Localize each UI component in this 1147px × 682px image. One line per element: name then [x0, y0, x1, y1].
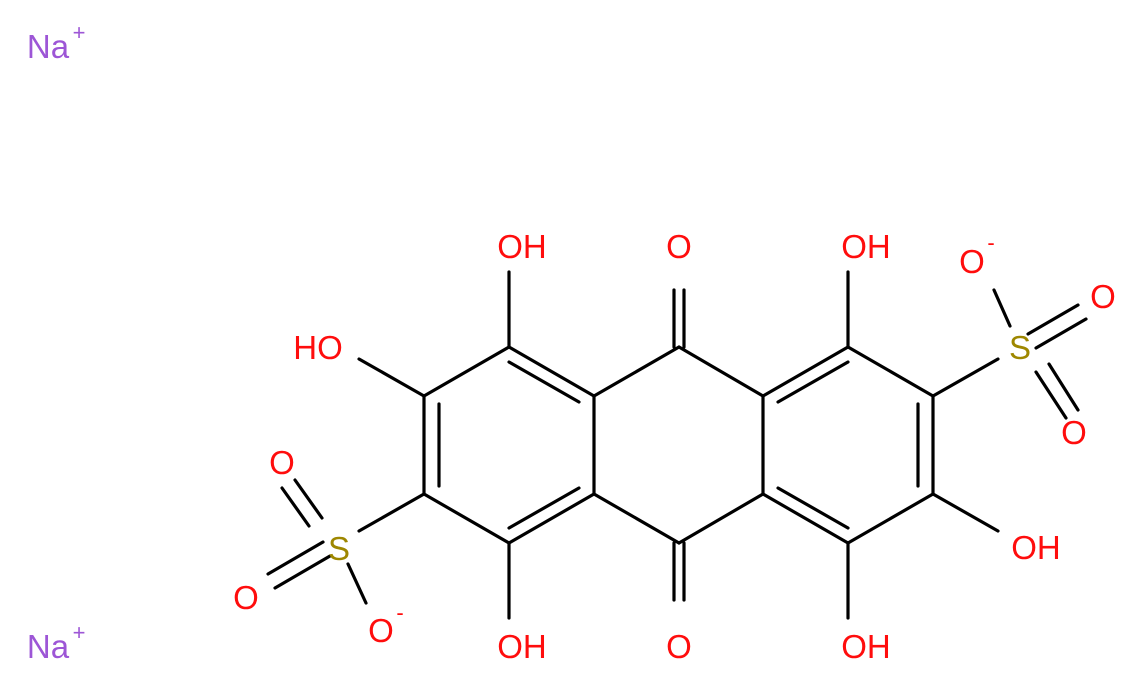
bond — [1034, 317, 1088, 350]
sulfur-label-left: S — [328, 530, 350, 567]
sulfur-label-right: S — [1009, 329, 1031, 366]
sulfonyl-oxygen: O — [1061, 414, 1087, 451]
bond — [592, 345, 681, 398]
bond — [992, 288, 1012, 328]
sodium-charge-bottom: + — [73, 620, 86, 645]
hydroxyl-label: OH — [497, 228, 547, 265]
bond — [931, 357, 1000, 398]
sulfonyl-oxygen: O — [269, 444, 295, 481]
bond — [280, 486, 311, 528]
bond — [346, 562, 368, 605]
bond — [592, 492, 681, 545]
hydroxyl-label: HO — [293, 329, 343, 366]
bond — [761, 345, 850, 398]
bond — [776, 486, 850, 530]
sodium-charge-top: + — [73, 20, 86, 45]
bond — [507, 345, 596, 398]
bond — [293, 478, 324, 520]
negative-charge: - — [396, 600, 403, 625]
bond — [357, 492, 426, 533]
bond — [846, 345, 935, 398]
hydroxyl-label: OH — [841, 228, 891, 265]
bond — [1034, 370, 1068, 420]
bond — [266, 540, 325, 576]
sulfonate-oxygen-anion: O — [959, 243, 985, 280]
bond — [1047, 362, 1080, 412]
bond — [846, 492, 935, 545]
sulfonyl-oxygen: O — [1090, 278, 1116, 315]
carbonyl-oxygen-top: O — [666, 228, 692, 265]
bond — [1026, 303, 1080, 336]
bond — [931, 492, 1000, 533]
bond — [677, 345, 765, 398]
bond — [761, 492, 850, 545]
hydroxyl-label: OH — [1011, 529, 1061, 566]
sodium-label-top: Na — [27, 28, 70, 65]
bond — [422, 492, 511, 545]
atom-labels-group: Na + Na + O O OH OH OH OH OH HO S O O O … — [27, 20, 1116, 665]
negative-charge: - — [987, 230, 994, 255]
bond — [422, 345, 511, 398]
bond — [507, 360, 581, 404]
bond — [507, 486, 581, 530]
bonds-group — [266, 270, 1088, 620]
bond — [507, 492, 596, 545]
bond — [273, 554, 332, 590]
carbonyl-oxygen-bottom: O — [666, 628, 692, 665]
bond — [357, 357, 426, 398]
sodium-label-bottom: Na — [27, 628, 70, 665]
hydroxyl-label: OH — [497, 628, 547, 665]
bond — [776, 360, 850, 404]
hydroxyl-label: OH — [841, 628, 891, 665]
bond — [677, 492, 765, 545]
sulfonate-oxygen-anion: O — [368, 612, 394, 649]
sulfonyl-oxygen: O — [233, 579, 259, 616]
